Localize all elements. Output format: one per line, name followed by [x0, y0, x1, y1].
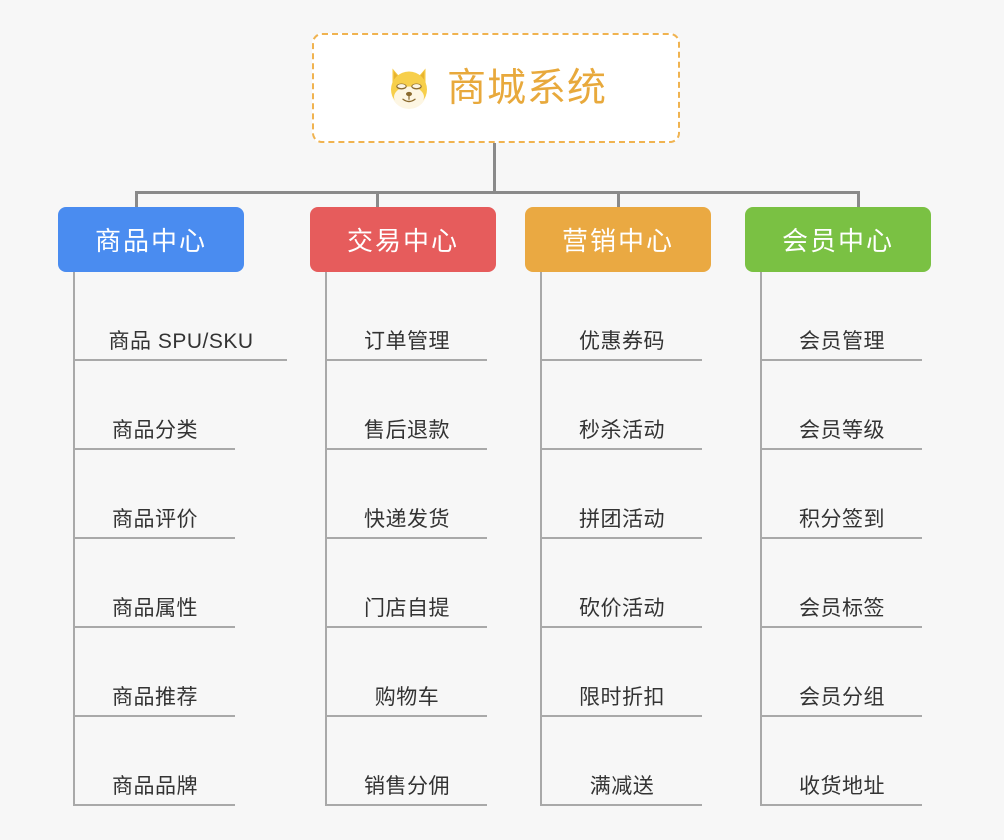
leaf-label: 销售分佣 — [364, 775, 450, 798]
leaf-label: 订单管理 — [364, 330, 450, 353]
leaf-item[interactable]: 秒杀活动 — [542, 361, 702, 450]
leaf-list-4: 会员管理 会员等级 积分签到 会员标签 会员分组 收货地址 — [760, 272, 931, 806]
leaf-label: 优惠券码 — [579, 330, 665, 353]
leaf-item[interactable]: 会员等级 — [762, 361, 922, 450]
leaf-label: 购物车 — [374, 686, 440, 709]
leaf-item[interactable]: 优惠券码 — [542, 272, 702, 361]
leaf-item[interactable]: 积分签到 — [762, 450, 922, 539]
branch-header-4[interactable]: 会员中心 — [745, 207, 931, 272]
leaf-item[interactable]: 会员分组 — [762, 628, 922, 717]
leaf-label: 限时折扣 — [579, 686, 665, 709]
leaf-label: 商品属性 — [112, 597, 198, 620]
leaf-item[interactable]: 门店自提 — [327, 539, 487, 628]
connector-drop-3 — [617, 191, 620, 209]
leaf-item[interactable]: 订单管理 — [327, 272, 487, 361]
root-node[interactable]: 商城系统 — [312, 33, 680, 143]
branch-column-1: 商品中心 商品 SPU/SKU 商品分类 商品评价 商品属性 商品推荐 商品品牌 — [58, 207, 287, 806]
leaf-label: 会员分组 — [799, 686, 885, 709]
leaf-label: 收货地址 — [799, 775, 885, 798]
leaf-list-3: 优惠券码 秒杀活动 拼团活动 砍价活动 限时折扣 满减送 — [540, 272, 711, 806]
leaf-label: 会员管理 — [799, 330, 885, 353]
leaf-label: 会员标签 — [799, 597, 885, 620]
leaf-label: 商品分类 — [112, 419, 198, 442]
leaf-item[interactable]: 满减送 — [542, 717, 702, 806]
branch-column-2: 交易中心 订单管理 售后退款 快递发货 门店自提 购物车 销售分佣 — [310, 207, 496, 806]
branch-column-3: 营销中心 优惠券码 秒杀活动 拼团活动 砍价活动 限时折扣 满减送 — [525, 207, 711, 806]
branch-header-2[interactable]: 交易中心 — [310, 207, 496, 272]
leaf-label: 门店自提 — [364, 597, 450, 620]
leaf-item[interactable]: 商品属性 — [75, 539, 235, 628]
connector-drop-2 — [376, 191, 379, 209]
leaf-item[interactable]: 售后退款 — [327, 361, 487, 450]
leaf-item[interactable]: 商品 SPU/SKU — [75, 272, 287, 361]
leaf-label: 商品评价 — [112, 508, 198, 531]
leaf-label: 商品推荐 — [112, 686, 198, 709]
leaf-list-2: 订单管理 售后退款 快递发货 门店自提 购物车 销售分佣 — [325, 272, 496, 806]
leaf-item[interactable]: 会员管理 — [762, 272, 922, 361]
branch-header-3[interactable]: 营销中心 — [525, 207, 711, 272]
leaf-item[interactable]: 快递发货 — [327, 450, 487, 539]
leaf-item[interactable]: 限时折扣 — [542, 628, 702, 717]
leaf-label: 商品品牌 — [112, 775, 198, 798]
connector-horizontal-bus — [135, 191, 860, 194]
leaf-label: 满减送 — [589, 775, 655, 798]
leaf-label: 会员等级 — [799, 419, 885, 442]
branch-label: 交易中心 — [346, 226, 459, 256]
leaf-label: 拼团活动 — [579, 508, 665, 531]
leaf-item[interactable]: 拼团活动 — [542, 450, 702, 539]
leaf-item[interactable]: 商品品牌 — [75, 717, 235, 806]
leaf-label: 商品 SPU/SKU — [108, 330, 254, 353]
leaf-label: 快递发货 — [364, 508, 450, 531]
branch-label: 会员中心 — [781, 226, 894, 256]
leaf-label: 砍价活动 — [579, 597, 665, 620]
leaf-item[interactable]: 商品评价 — [75, 450, 235, 539]
leaf-item[interactable]: 商品分类 — [75, 361, 235, 450]
leaf-item[interactable]: 收货地址 — [762, 717, 922, 806]
leaf-item[interactable]: 砍价活动 — [542, 539, 702, 628]
leaf-item[interactable]: 销售分佣 — [327, 717, 487, 806]
page-title: 商城系统 — [446, 66, 607, 110]
leaf-label: 积分签到 — [799, 508, 885, 531]
leaf-list-1: 商品 SPU/SKU 商品分类 商品评价 商品属性 商品推荐 商品品牌 — [73, 272, 287, 806]
branch-label: 商品中心 — [94, 226, 207, 256]
leaf-label: 秒杀活动 — [579, 419, 665, 442]
branch-label: 营销中心 — [561, 226, 674, 256]
leaf-item[interactable]: 会员标签 — [762, 539, 922, 628]
leaf-item[interactable]: 商品推荐 — [75, 628, 235, 717]
connector-drop-1 — [135, 191, 138, 209]
leaf-label: 售后退款 — [364, 419, 450, 442]
connector-drop-4 — [857, 191, 860, 209]
connector-root-stem — [493, 143, 496, 193]
branch-column-4: 会员中心 会员管理 会员等级 积分签到 会员标签 会员分组 收货地址 — [745, 207, 931, 806]
leaf-item[interactable]: 购物车 — [327, 628, 487, 717]
shiba-dog-icon — [390, 68, 427, 109]
branch-header-1[interactable]: 商品中心 — [58, 207, 244, 272]
